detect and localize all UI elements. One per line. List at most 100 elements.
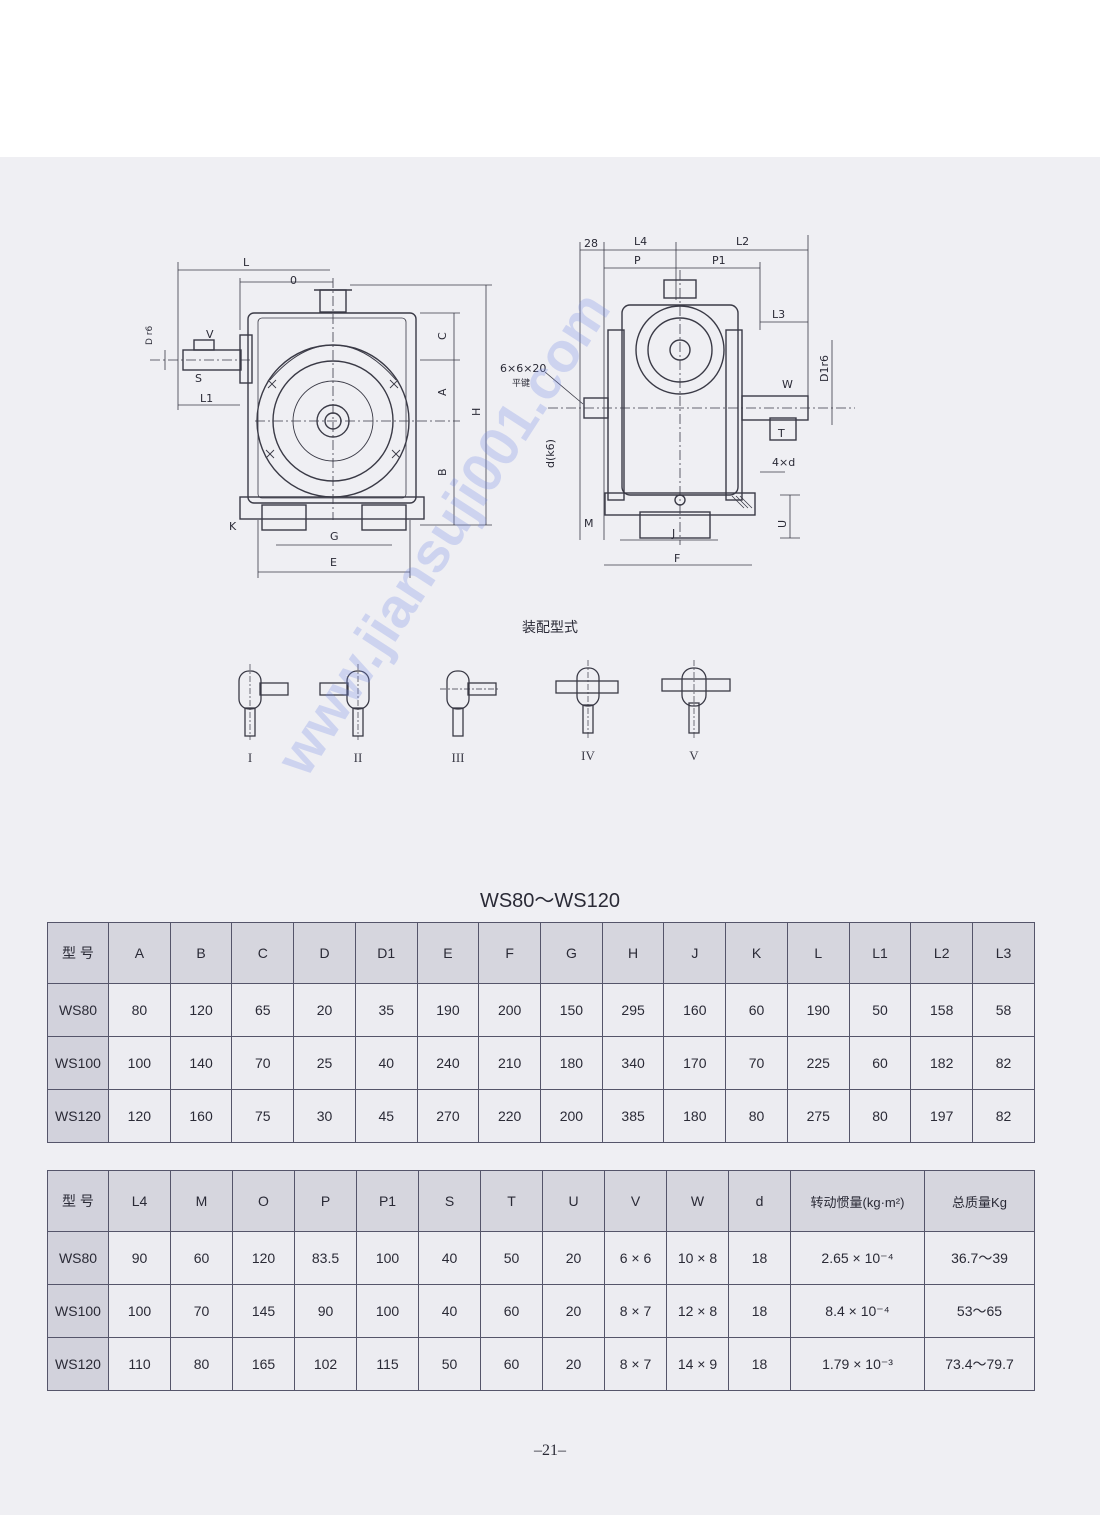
table-cell: WS120 bbox=[47, 1089, 109, 1143]
table-cell: 82 bbox=[972, 1036, 1035, 1090]
table-cell: WS100 bbox=[47, 1036, 109, 1090]
table-cell: 60 bbox=[480, 1284, 543, 1338]
table-cell: 190 bbox=[416, 983, 480, 1037]
column-header: B bbox=[169, 922, 233, 984]
column-header: C bbox=[231, 922, 295, 984]
column-header: L3 bbox=[972, 922, 1035, 984]
table-cell: WS80 bbox=[47, 1231, 109, 1285]
table-cell: WS100 bbox=[47, 1284, 109, 1338]
table-cell: 82 bbox=[972, 1089, 1035, 1143]
table-cell: 20 bbox=[542, 1337, 605, 1391]
column-header: V bbox=[604, 1170, 667, 1232]
table-cell: WS80 bbox=[47, 983, 109, 1037]
assembly-type-label: V bbox=[689, 748, 699, 763]
column-header: T bbox=[480, 1170, 543, 1232]
table-cell: 6 × 6 bbox=[604, 1231, 667, 1285]
table-cell: 165 bbox=[232, 1337, 295, 1391]
dim-label: 平键 bbox=[512, 377, 530, 389]
table-cell: 200 bbox=[478, 983, 542, 1037]
dim-label: D r6 bbox=[145, 326, 155, 345]
table-cell: 10 × 8 bbox=[666, 1231, 729, 1285]
table-cell: WS120 bbox=[47, 1337, 109, 1391]
table-cell: 80 bbox=[848, 1089, 912, 1143]
table-cell: 8 × 7 bbox=[604, 1284, 667, 1338]
column-header: D bbox=[293, 922, 356, 984]
dim-label: L1 bbox=[200, 392, 213, 405]
table-header-row: 型 号 L4 M O P P1 S T U V W d 转动惯量(kg·m²) … bbox=[47, 1170, 1035, 1232]
dim-label: K bbox=[229, 520, 237, 533]
dim-label: L3 bbox=[772, 308, 785, 321]
table-cell: 180 bbox=[663, 1089, 727, 1143]
dim-label: U bbox=[776, 520, 789, 528]
table-cell: 70 bbox=[725, 1036, 788, 1090]
table-cell: 60 bbox=[480, 1337, 543, 1391]
dim-label: P1 bbox=[712, 254, 726, 267]
table-cell: 180 bbox=[540, 1036, 603, 1090]
column-header: L4 bbox=[108, 1170, 171, 1232]
dim-label: 0 bbox=[290, 274, 297, 287]
table-cell: 20 bbox=[293, 983, 356, 1037]
table-cell: 182 bbox=[910, 1036, 974, 1090]
column-header: F bbox=[478, 922, 542, 984]
table-cell: 70 bbox=[170, 1284, 233, 1338]
table-cell: 197 bbox=[910, 1089, 974, 1143]
dim-label: L4 bbox=[634, 235, 647, 248]
table-cell: 100 bbox=[108, 1284, 171, 1338]
column-header: U bbox=[542, 1170, 605, 1232]
column-header: H bbox=[601, 922, 665, 984]
table-cell: 340 bbox=[601, 1036, 665, 1090]
column-header: O bbox=[232, 1170, 295, 1232]
spec-table-2: 型 号 L4 M O P P1 S T U V W d 转动惯量(kg·m²) … bbox=[47, 1170, 1035, 1391]
column-header: S bbox=[418, 1170, 481, 1232]
table-cell: 80 bbox=[725, 1089, 788, 1143]
table-cell: 120 bbox=[232, 1231, 295, 1285]
column-header: L1 bbox=[848, 922, 912, 984]
dim-label: J bbox=[671, 527, 675, 540]
table-cell: 40 bbox=[354, 1036, 418, 1090]
dim-label: B bbox=[436, 468, 449, 476]
table-cell: 102 bbox=[294, 1337, 357, 1391]
column-header: D1 bbox=[354, 922, 418, 984]
dim-label: G bbox=[330, 530, 339, 543]
table-cell: 83.5 bbox=[294, 1231, 357, 1285]
table-cell: 70 bbox=[231, 1036, 295, 1090]
table-cell: 18 bbox=[728, 1284, 791, 1338]
column-header: P1 bbox=[356, 1170, 419, 1232]
table-cell: 8 × 7 bbox=[604, 1337, 667, 1391]
assembly-type-label: IV bbox=[581, 748, 595, 763]
dim-label: E bbox=[330, 556, 337, 569]
table-cell: 45 bbox=[354, 1089, 418, 1143]
table-cell: 50 bbox=[480, 1231, 543, 1285]
table-cell: 75 bbox=[231, 1089, 295, 1143]
table-cell: 275 bbox=[786, 1089, 850, 1143]
table-cell: 385 bbox=[601, 1089, 665, 1143]
dim-label: 4×d bbox=[772, 456, 795, 469]
table-row: WS120 120 160 75 30 45 270 220 200 385 1… bbox=[47, 1089, 1035, 1143]
dim-label: V bbox=[206, 328, 214, 341]
table-cell: 120 bbox=[169, 983, 233, 1037]
table-cell: 225 bbox=[786, 1036, 850, 1090]
table-cell: 158 bbox=[910, 983, 974, 1037]
table-title: WS80～WS120 bbox=[479, 890, 621, 912]
table-row: WS80 80 120 65 20 35 190 200 150 295 160… bbox=[47, 983, 1035, 1037]
column-header: M bbox=[170, 1170, 233, 1232]
table-cell: 210 bbox=[478, 1036, 542, 1090]
table-cell: 36.7～39 bbox=[924, 1231, 1035, 1285]
table-cell: 190 bbox=[786, 983, 850, 1037]
table-cell: 80 bbox=[170, 1337, 233, 1391]
column-header: 型 号 bbox=[47, 1170, 109, 1232]
table-header-row: 型 号 A B C D D1 E F G H J K L L1 L2 L3 bbox=[47, 922, 1035, 984]
table-cell: 20 bbox=[542, 1284, 605, 1338]
table-cell: 60 bbox=[725, 983, 788, 1037]
dim-label: P bbox=[634, 254, 641, 267]
table-cell: 100 bbox=[356, 1284, 419, 1338]
column-header: 转动惯量(kg·m²) bbox=[790, 1170, 925, 1232]
table-row: WS100 100 140 70 25 40 240 210 180 340 1… bbox=[47, 1036, 1035, 1090]
assembly-type-label: III bbox=[451, 750, 465, 765]
table-cell: 150 bbox=[540, 983, 603, 1037]
table-cell: 295 bbox=[601, 983, 665, 1037]
table-cell: 40 bbox=[418, 1284, 481, 1338]
table-cell: 100 bbox=[356, 1231, 419, 1285]
dim-label: F bbox=[674, 552, 680, 565]
assembly-caption: 装配型式 bbox=[522, 620, 578, 636]
